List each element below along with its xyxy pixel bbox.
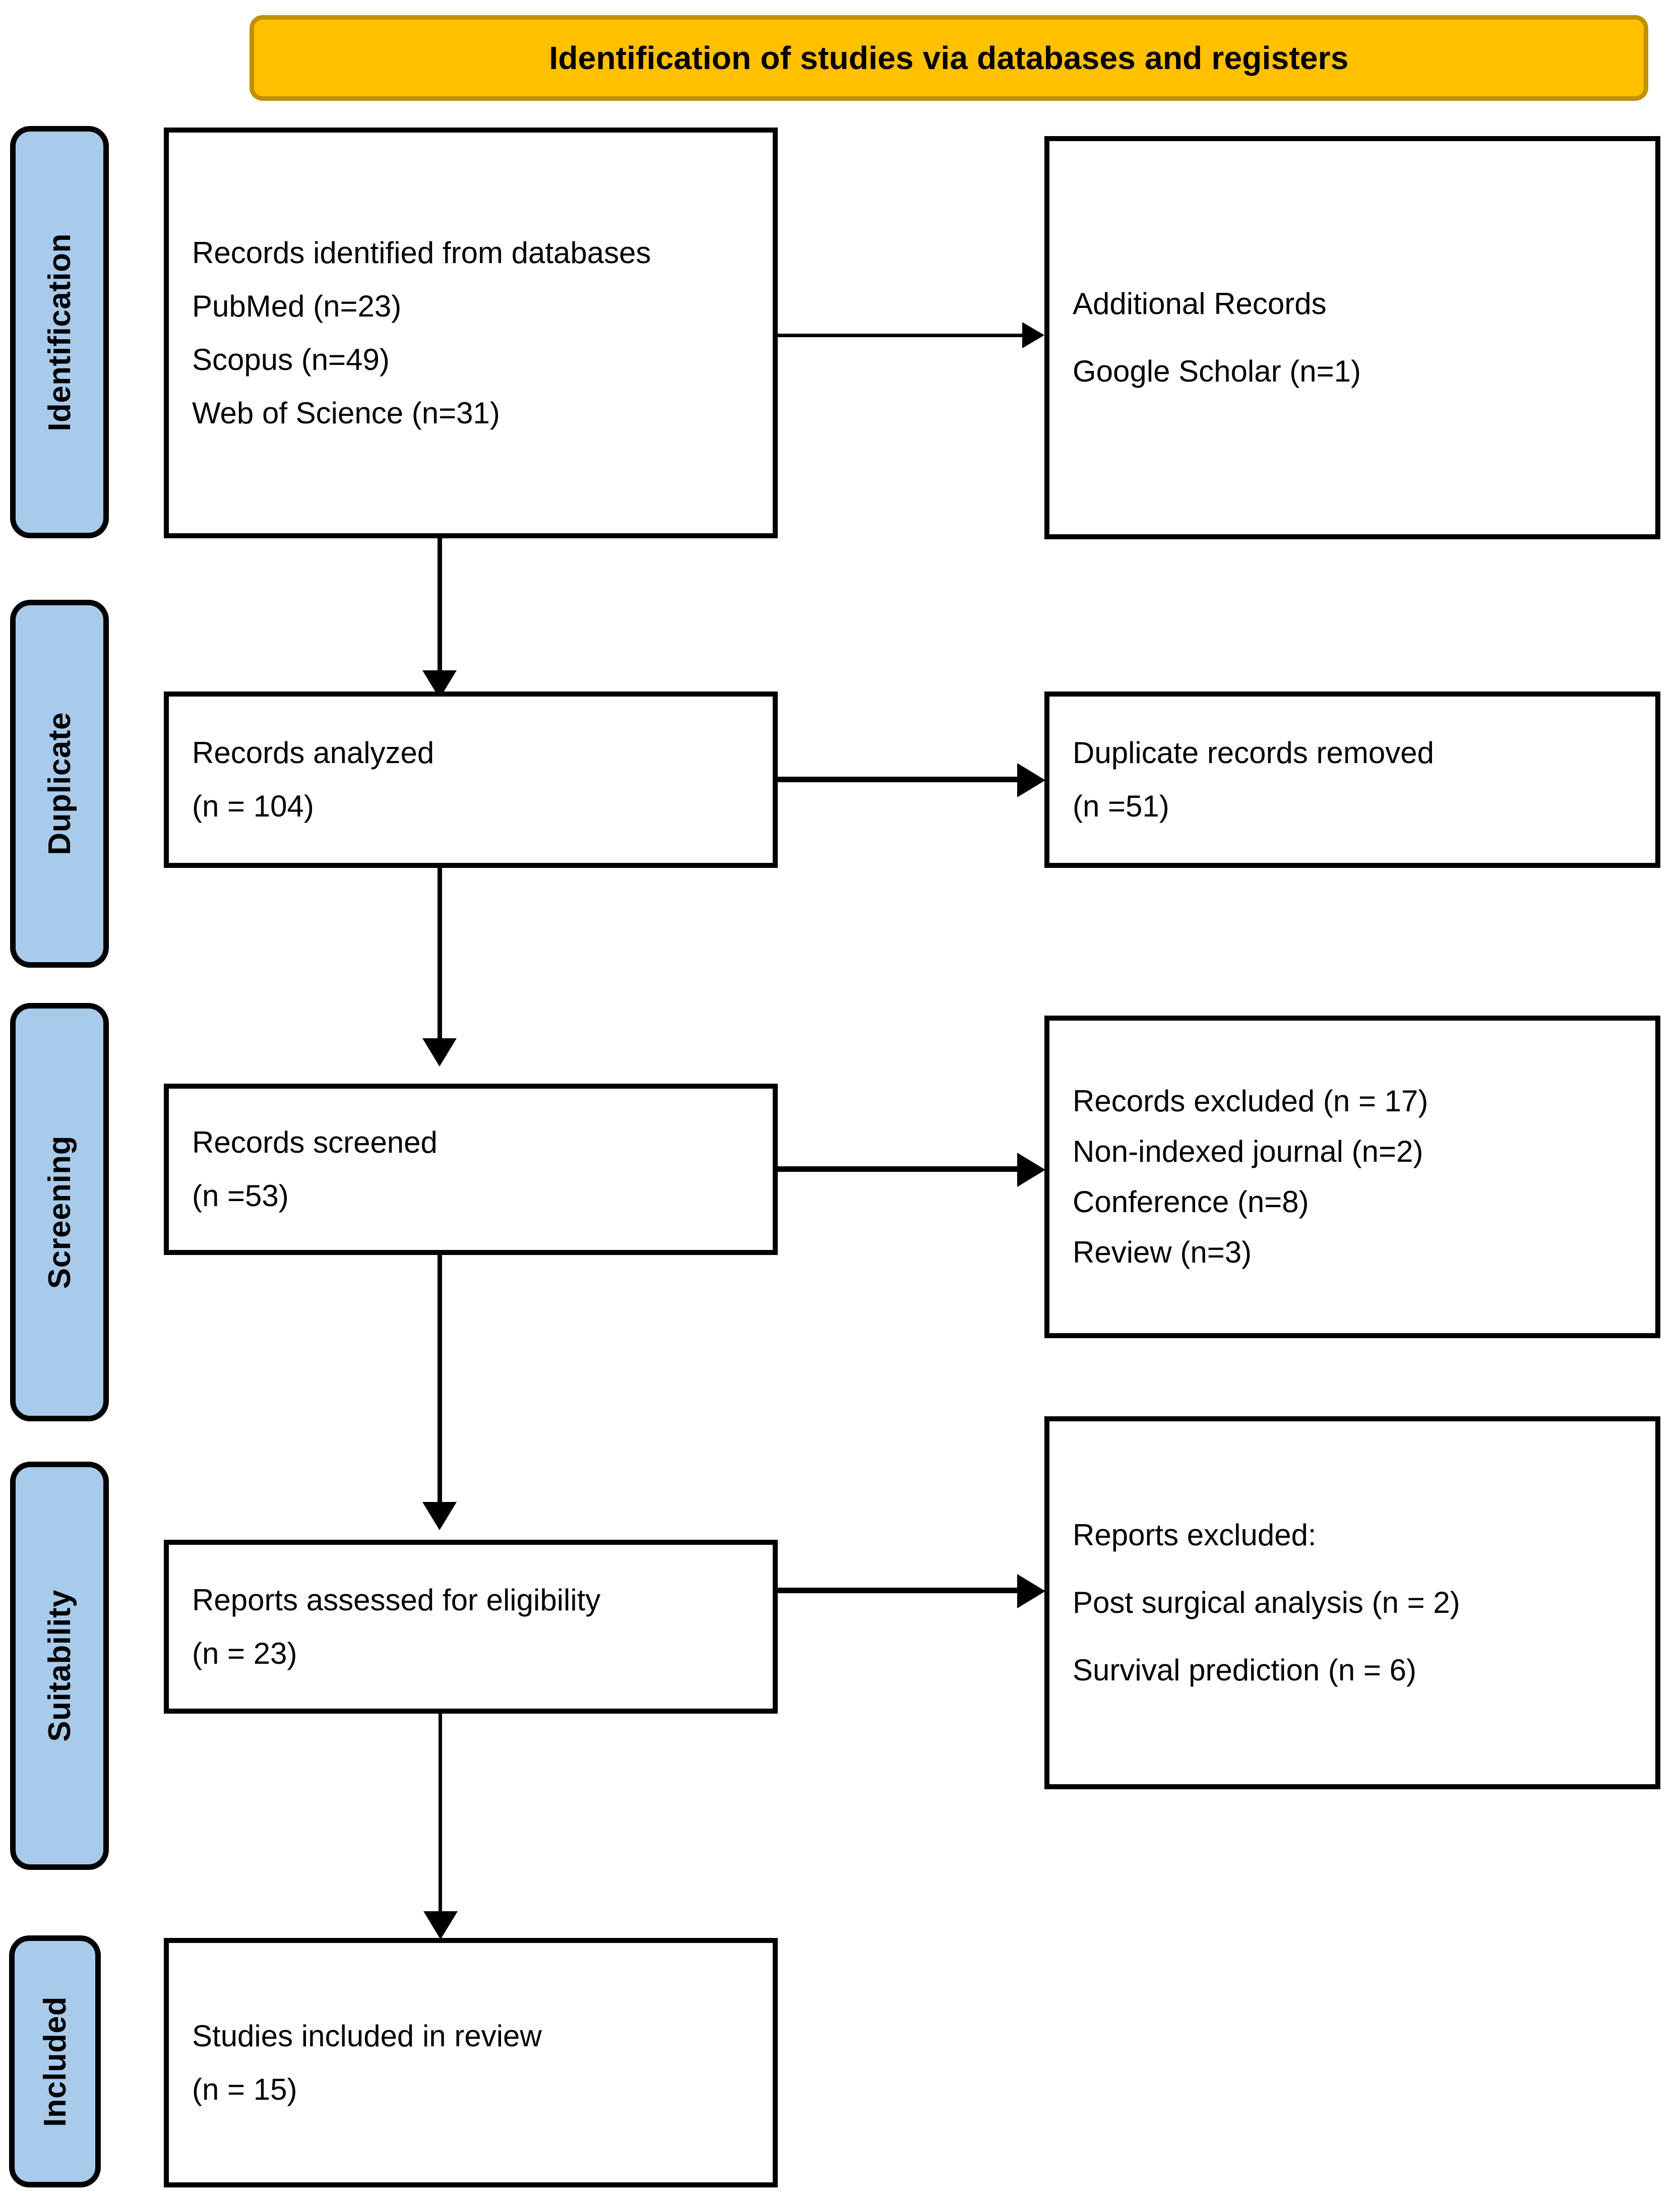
box-records-screened: Records screened (n =53) xyxy=(164,1084,778,1255)
box-line: Conference (n=8) xyxy=(1073,1185,1309,1219)
box-records-identified: Records identified from databases PubMed… xyxy=(164,128,778,538)
box-studies-included: Studies included in review (n = 15) xyxy=(164,1938,778,2187)
stage-label-text: Duplicate xyxy=(42,712,77,855)
stage-label-text: Suitability xyxy=(42,1590,77,1742)
box-line: Records analyzed xyxy=(192,736,434,770)
connector-screened-to-eligibility xyxy=(438,1255,442,1507)
box-duplicate-records-removed: Duplicate records removed (n =51) xyxy=(1044,692,1660,868)
connector-screened-to-excluded xyxy=(778,1166,1025,1172)
box-line: (n = 104) xyxy=(192,789,314,823)
box-line: Reports excluded: xyxy=(1073,1518,1317,1552)
diagram-header-banner: Identification of studies via databases … xyxy=(250,15,1648,101)
box-line: Scopus (n=49) xyxy=(192,342,390,376)
stage-label-included: Included xyxy=(9,1935,101,2187)
box-line: Survival prediction (n = 6) xyxy=(1073,1653,1416,1687)
box-additional-records: Additional Records Google Scholar (n=1) xyxy=(1044,136,1660,539)
arrowhead-eligibility-to-included xyxy=(423,1911,458,1939)
box-line: PubMed (n=23) xyxy=(192,289,402,323)
box-line: (n = 23) xyxy=(192,1636,297,1670)
arrowhead-identified-to-additional xyxy=(1022,322,1044,348)
box-line: Google Scholar (n=1) xyxy=(1073,354,1361,388)
connector-eligibility-to-reports-excluded xyxy=(778,1588,1025,1593)
arrowhead-eligibility-to-reports-excluded xyxy=(1017,1574,1045,1608)
box-line: Studies included in review xyxy=(192,2019,542,2053)
connector-analyzed-to-screened xyxy=(438,868,442,1043)
box-line: (n =51) xyxy=(1073,789,1169,823)
connector-analyzed-to-duplicates xyxy=(778,777,1025,782)
stage-label-text: Included xyxy=(37,1996,73,2127)
connector-identified-to-analyzed xyxy=(438,538,442,676)
box-records-excluded: Records excluded (n = 17) Non-indexed jo… xyxy=(1044,1016,1660,1338)
stage-label-suitability: Suitability xyxy=(10,1462,109,1870)
arrowhead-screened-to-excluded xyxy=(1017,1153,1045,1187)
stage-label-screening: Screening xyxy=(10,1003,109,1421)
arrowhead-analyzed-to-screened xyxy=(422,1038,457,1066)
box-line: Web of Science (n=31) xyxy=(192,396,500,430)
stage-label-text: Identification xyxy=(42,233,77,431)
arrowhead-analyzed-to-duplicates xyxy=(1017,763,1045,797)
box-line: Review (n=3) xyxy=(1073,1235,1252,1269)
box-reports-assessed: Reports assessed for eligibility (n = 23… xyxy=(164,1540,778,1714)
box-line: Reports assessed for eligibility xyxy=(192,1583,601,1617)
box-line: (n =53) xyxy=(192,1179,289,1213)
box-reports-excluded: Reports excluded: Post surgical analysis… xyxy=(1044,1416,1660,1789)
box-line: Records screened xyxy=(192,1125,438,1159)
box-line: Duplicate records removed xyxy=(1073,736,1434,770)
stage-label-identification: Identification xyxy=(10,126,109,538)
stage-label-text: Screening xyxy=(42,1135,77,1289)
box-line: (n = 15) xyxy=(192,2072,297,2106)
box-records-analyzed: Records analyzed (n = 104) xyxy=(164,692,778,868)
banner-title: Identification of studies via databases … xyxy=(549,39,1349,76)
box-line: Records excluded (n = 17) xyxy=(1073,1084,1428,1118)
connector-identified-to-additional xyxy=(778,334,1024,337)
stage-label-duplicate: Duplicate xyxy=(10,600,109,968)
connector-eligibility-to-included xyxy=(439,1714,442,1915)
box-line: Additional Records xyxy=(1073,287,1327,321)
box-line: Non-indexed journal (n=2) xyxy=(1073,1135,1423,1168)
box-line: Records identified from databases xyxy=(192,235,651,270)
box-line: Post surgical analysis (n = 2) xyxy=(1073,1586,1460,1619)
arrowhead-screened-to-eligibility xyxy=(422,1502,457,1530)
